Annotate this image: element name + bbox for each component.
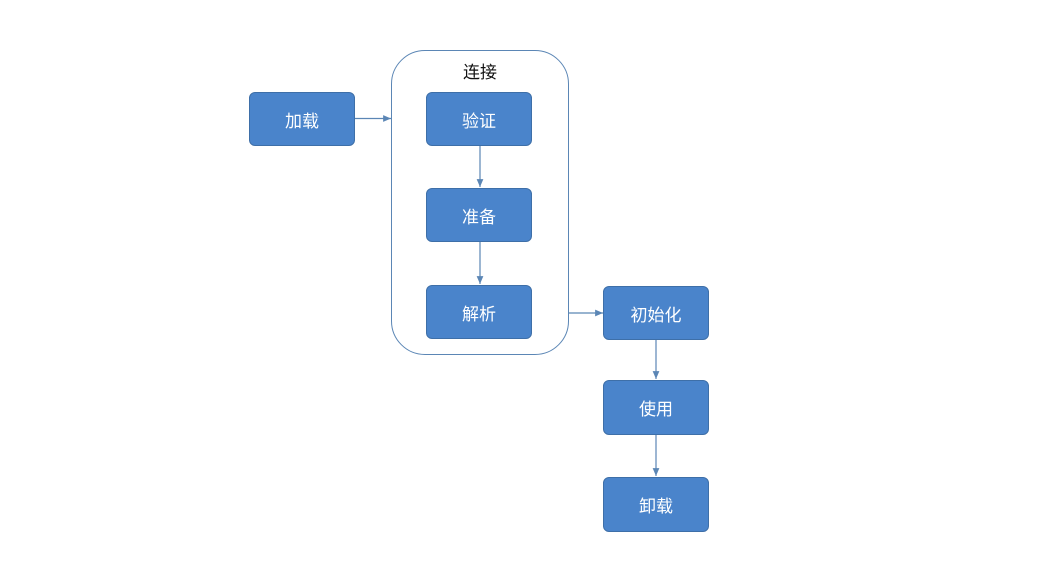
node-init: 初始化: [603, 286, 709, 340]
node-use: 使用: [603, 380, 709, 435]
node-verify: 验证: [426, 92, 532, 146]
node-resolve: 解析: [426, 285, 532, 339]
connect-group: [391, 50, 569, 355]
node-load: 加载: [249, 92, 355, 146]
node-prepare: 准备: [426, 188, 532, 242]
node-unload: 卸载: [603, 477, 709, 532]
connect-group-title: 连接: [463, 63, 497, 83]
